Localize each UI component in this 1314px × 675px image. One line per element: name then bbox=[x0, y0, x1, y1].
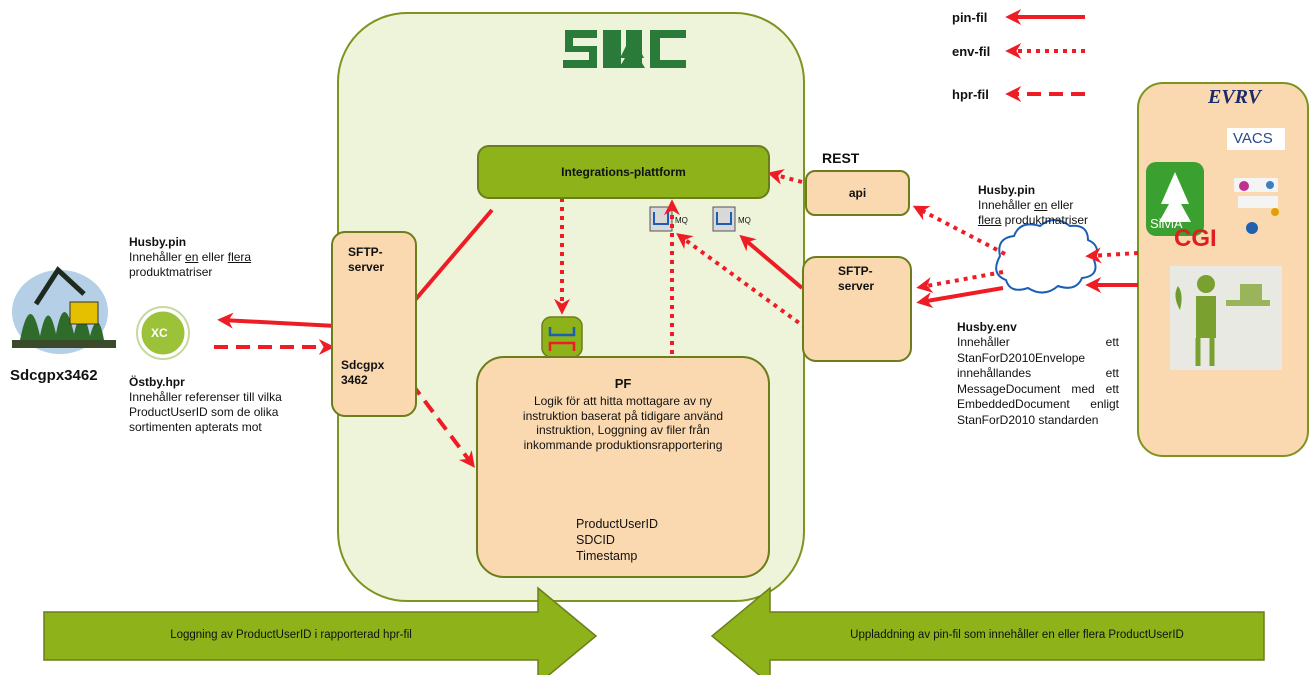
left-pin-desc-c: produktmatriser bbox=[129, 265, 213, 279]
arrow-cloud-to-api bbox=[912, 205, 1006, 256]
right-env-desc: Innehåller ett StanForD2010Envelope inne… bbox=[957, 335, 1119, 427]
bottom-arrow-right-label: Uppladdning av pin-fil som innehåller en… bbox=[850, 629, 1184, 641]
sftp-right-title: SFTP- server bbox=[838, 264, 875, 293]
right-pin-desc-flera: flera bbox=[978, 213, 1002, 227]
sftp-left-title: SFTP- server bbox=[348, 245, 385, 274]
mq-label-1: MQ bbox=[675, 216, 688, 225]
sdc-logo-icon bbox=[563, 30, 686, 68]
integration-platform-label: Integrations-plattform bbox=[561, 165, 686, 179]
pf-title: PF bbox=[614, 376, 632, 391]
vacs-logo bbox=[1227, 128, 1285, 150]
vacs-logo-label: VACS bbox=[1233, 130, 1273, 147]
api-label: api bbox=[848, 186, 867, 200]
rest-title: REST bbox=[822, 150, 860, 166]
xc-badge-icon bbox=[136, 306, 190, 360]
person-at-desk-icon bbox=[1170, 266, 1282, 370]
bottom-arrow-right-shape bbox=[710, 586, 1265, 675]
left-hpr-desc: Innehåller referenser till vilka Product… bbox=[129, 390, 282, 434]
right-env-file: Husby.env bbox=[957, 320, 1017, 334]
db-field-2: SDCID bbox=[576, 533, 615, 547]
bottom-arrow-left-label: Loggning av ProductUserID i rapporterad … bbox=[170, 629, 412, 641]
cgi-logo-label: CGI bbox=[1174, 225, 1217, 252]
right-pin-desc-c: produktmatriser bbox=[1001, 213, 1089, 227]
arrow-cloud-to-sftp bbox=[916, 286, 1004, 309]
right-pin-desc-en: en bbox=[1034, 198, 1048, 212]
arrow-sftp-to-mq-env bbox=[676, 233, 808, 330]
left-pin-desc-b: eller bbox=[198, 250, 228, 264]
legend-env-label: env-fil bbox=[952, 44, 991, 59]
left-pin-desc: Innehåller en eller flera produktmatriser bbox=[129, 250, 299, 280]
arrow-sftp-to-client bbox=[217, 312, 337, 329]
db-field-3: Timestamp bbox=[576, 549, 638, 563]
cloud-icon bbox=[995, 219, 1098, 294]
arrow-sftp-to-mq bbox=[739, 234, 804, 290]
legend-hpr-label: hpr-fil bbox=[952, 87, 989, 102]
arrow-cloud-to-sftp-env bbox=[916, 270, 1004, 293]
left-hpr-file: Östby.hpr bbox=[129, 375, 185, 389]
mq-icon-2 bbox=[712, 206, 736, 232]
db-field-1: ProductUserID bbox=[576, 517, 658, 531]
partner-logos-icon bbox=[1234, 178, 1279, 234]
pf-description: Logik för att hitta mottagare av ny inst… bbox=[522, 394, 724, 452]
right-pin-desc-b: eller bbox=[1047, 198, 1074, 212]
xc-badge-label: XC bbox=[151, 326, 168, 340]
sftp-server-left bbox=[331, 231, 417, 417]
mq-label-2: MQ bbox=[738, 216, 751, 225]
left-party-name: Sdcgpx3462 bbox=[10, 367, 98, 384]
left-pin-desc-en: en bbox=[185, 250, 199, 264]
bottom-arrow-left-shape bbox=[43, 586, 598, 675]
arrow-api-to-platform bbox=[767, 169, 803, 185]
right-pin-file: Husby.pin bbox=[978, 183, 1036, 197]
pf-box bbox=[476, 356, 770, 578]
right-pin-desc-a: Innehåller bbox=[978, 198, 1035, 212]
silvia-logo-label: SilviA bbox=[1150, 216, 1183, 231]
left-pin-desc-flera: flera bbox=[227, 250, 252, 264]
left-pin-file: Husby.pin bbox=[129, 235, 187, 249]
evrv-logo-label: EVRV bbox=[1208, 86, 1261, 108]
sftp-left-folder-label: Sdcgpx 3462 bbox=[341, 358, 385, 387]
folder-icon-center bbox=[541, 316, 583, 358]
forest-machine-icon bbox=[12, 266, 116, 354]
right-pin-desc: Innehåller en eller flera produktmatriser bbox=[978, 198, 1138, 228]
sftp-server-right bbox=[802, 256, 912, 362]
api-box: api bbox=[805, 170, 910, 216]
left-pin-desc-a: Innehåller bbox=[129, 250, 186, 264]
integration-platform: Integrations-plattform bbox=[477, 145, 770, 199]
mq-icon-1 bbox=[649, 206, 673, 232]
legend-pin-label: pin-fil bbox=[952, 10, 988, 25]
silvia-logo-icon bbox=[1146, 162, 1204, 236]
